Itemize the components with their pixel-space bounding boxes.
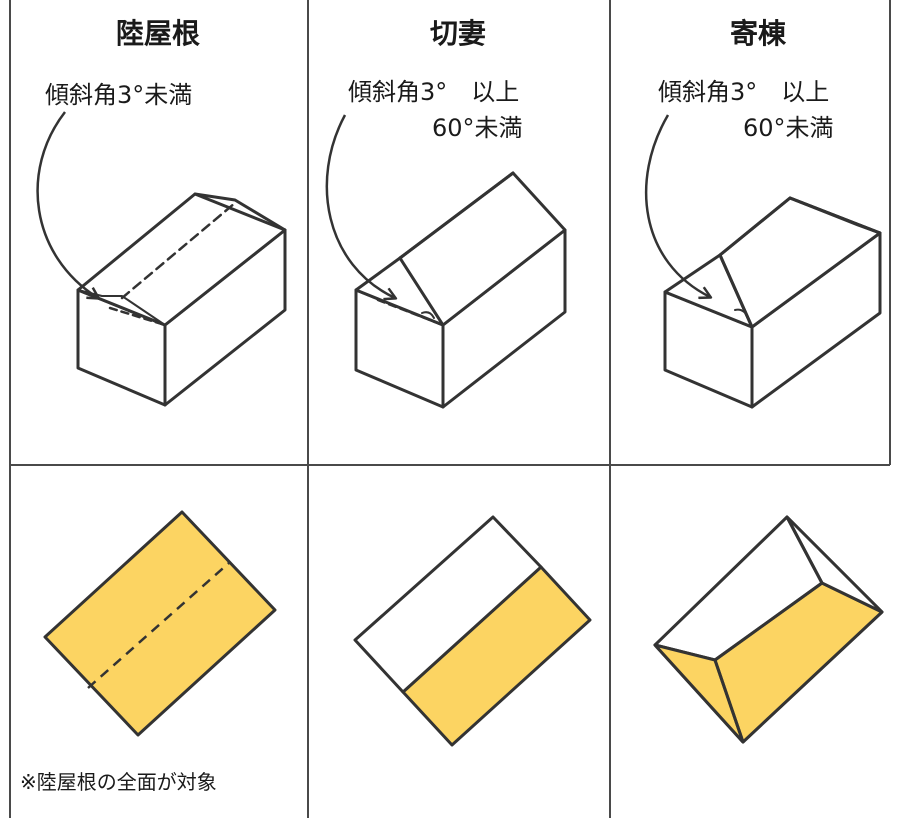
- flat-roof-angle-arrow: [36, 111, 98, 298]
- table-grid: [9, 0, 891, 818]
- hip-roof-angle-label-line1: 傾斜角3° 以上: [658, 78, 830, 106]
- hip-roof-angle-arrow: [644, 114, 710, 297]
- flat-roof-plan-view: [43, 510, 277, 737]
- gable-roof-box-illustration: [354, 171, 567, 409]
- gable-roof-angle-label-line1: 傾斜角3° 以上: [348, 78, 520, 106]
- gable-roof-plan-view: [353, 515, 592, 747]
- gable-roof-angle-arrow: [325, 114, 395, 298]
- flat-roof-footnote: ※陸屋根の全面が対象: [20, 770, 217, 794]
- hip-roof-angle-label-line2: 60°未満: [743, 114, 834, 142]
- flat-roof-title: 陸屋根: [115, 17, 200, 50]
- flat-roof-angle-label: 傾斜角3°未満: [45, 81, 193, 109]
- hip-roof-plan-view: [653, 515, 884, 744]
- gable-roof-title: 切妻: [429, 17, 486, 50]
- flat-roof-box-illustration: [76, 192, 287, 407]
- hip-roof-title: 寄棟: [729, 17, 786, 50]
- hip-roof-box-illustration: [663, 196, 882, 409]
- gable-roof-angle-label-line2: 60°未満: [432, 114, 523, 142]
